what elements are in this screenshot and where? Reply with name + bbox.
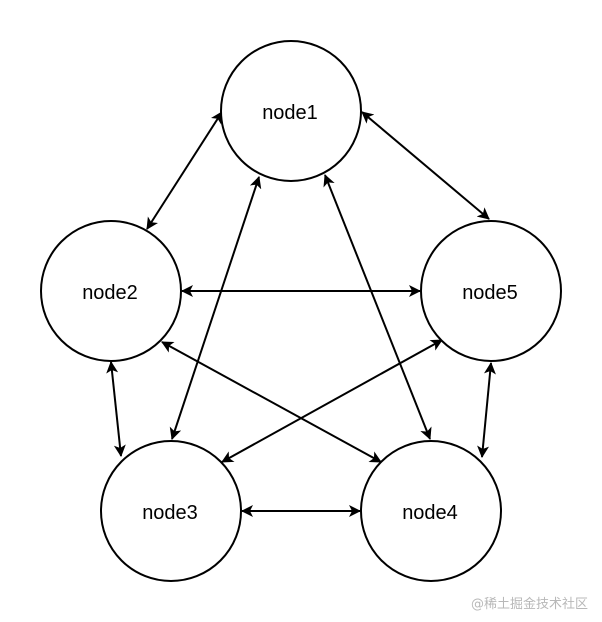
node-5-label: node5 [462, 282, 518, 304]
edge-node1-node4 [323, 174, 432, 440]
node-5-circle [420, 220, 562, 362]
node-3[interactable]: node3 [100, 440, 242, 582]
node-2-label: node2 [82, 282, 138, 304]
node-4-circle [360, 440, 502, 582]
edge-node2-node3 [106, 361, 126, 457]
node-2[interactable]: node2 [40, 220, 182, 362]
node-3-circle [100, 440, 242, 582]
node-4-label: node4 [402, 502, 458, 524]
node-1[interactable]: node1 [220, 40, 362, 182]
edge-node3-node5 [221, 339, 443, 463]
watermark: @稀土掘金技术社区 [470, 597, 588, 612]
edge-node1-node5 [361, 111, 490, 220]
node-1-label: node1 [262, 102, 318, 124]
node-2-circle [40, 220, 182, 362]
node-4[interactable]: node4 [360, 440, 502, 582]
edge-node1-node3 [169, 176, 262, 440]
node-1-circle [220, 40, 362, 182]
edge-node5-node4 [477, 362, 496, 458]
node-5[interactable]: node5 [420, 220, 562, 362]
edge-node1-node2 [146, 111, 223, 230]
node-3-label: node3 [142, 502, 198, 524]
edge-node2-node4 [161, 341, 382, 463]
